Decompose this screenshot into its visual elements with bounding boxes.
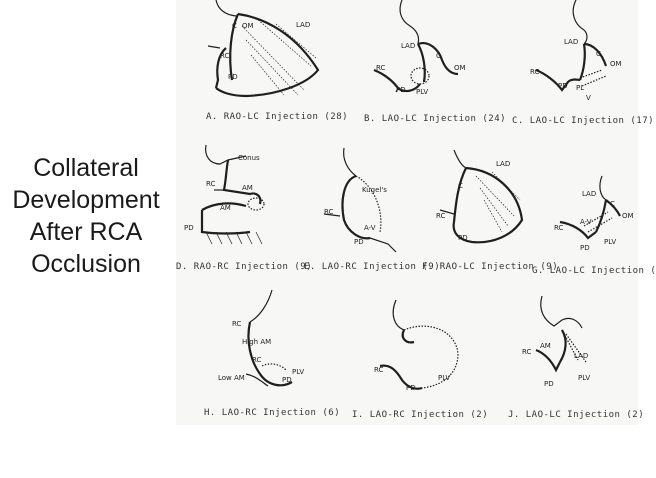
vessel-label: LAD: [582, 190, 597, 198]
vessel-label: C: [232, 22, 237, 30]
vessel-label: PLV: [416, 88, 429, 96]
vessel-label: PLV: [604, 238, 617, 246]
panel-c: LAD C OM RC PD PL V C. LAO-LC Injection …: [506, 0, 654, 130]
panel-caption: G. LAO-LC Injection (: [532, 266, 656, 276]
panel-d: Conus RC AM AM PD D. RAO-RC Injection (9…: [176, 140, 312, 275]
vessel-label: LAD: [296, 21, 311, 29]
vessel-label: PD: [544, 380, 554, 388]
panel-g-drawing: [559, 175, 621, 240]
panel-a-drawing: [207, 0, 320, 98]
vessel-label: RC: [252, 356, 262, 364]
vessel-label: LAD: [496, 160, 511, 168]
vessel-label: OM: [454, 64, 466, 72]
vessel-label: LAD: [564, 38, 579, 46]
panel-g: LAD C OM RC A-V PD PLV G. LAO-LC Injecti…: [532, 140, 656, 276]
panel-caption: H. LAO-RC Injection (6): [204, 408, 341, 418]
vessel-label: V: [586, 94, 591, 102]
vessel-label: PD: [282, 376, 292, 384]
vessel-label: OM: [622, 212, 634, 220]
vessel-label: PD: [458, 234, 468, 242]
slide-title: Collateral Development After RCA Occlusi…: [0, 152, 172, 280]
vessel-label: RC: [530, 68, 540, 76]
panel-h-drawing: [245, 289, 293, 387]
vessel-label: Low AM: [218, 374, 245, 382]
panel-caption: J. LAO-LC Injection (2): [508, 410, 645, 420]
angiography-figure: C OM LAD RC PD A. RAO-LC Injection (28) …: [176, 0, 656, 425]
vessel-label: RC: [522, 348, 532, 356]
panel-caption: E. LAO-RC Injection (9): [304, 262, 441, 272]
panel-caption: A. RAO-LC Injection (28): [206, 112, 349, 122]
panel-e-drawing: [323, 147, 397, 253]
vessel-label: RC: [374, 366, 384, 374]
panel-d-drawing: [200, 144, 265, 245]
vessel-label: C: [458, 182, 463, 190]
vessel-label: AM: [242, 184, 253, 192]
panel-caption: F. RAO-LC Injection (9): [422, 262, 559, 272]
vessel-label: LAD: [574, 352, 589, 360]
panel-caption: C. LAO-LC Injection (17): [512, 116, 655, 126]
title-line: Collateral: [33, 154, 139, 182]
panel-caption: D. RAO-RC Injection (9): [176, 262, 313, 272]
panel-j: AM RC LAD PD PLV J. LAO-LC Injection (2): [506, 290, 644, 425]
vessel-label: Conus: [238, 154, 260, 162]
vessel-label: RC: [554, 224, 564, 232]
vessel-label: RC: [232, 320, 242, 328]
vessel-label: PD: [406, 384, 416, 392]
vessel-label: PD: [580, 244, 590, 252]
panel-f: LAD C RC PD F. RAO-LC Injection (9): [422, 140, 558, 275]
vessel-label: High AM: [242, 338, 272, 346]
panel-f-drawing: [439, 149, 524, 244]
title-line: After RCA: [29, 218, 143, 246]
vessel-label: RC: [206, 180, 216, 188]
vessel-label: AM: [540, 342, 551, 350]
vessel-label: RC: [220, 52, 230, 60]
vessel-label: RC: [376, 64, 386, 72]
vessel-label: PLV: [578, 374, 591, 382]
vessel-label: OM: [610, 60, 622, 68]
vessel-label: A-V: [364, 224, 376, 232]
vessel-label: PD: [354, 238, 364, 246]
vessel-label: OM: [242, 22, 254, 30]
vessel-label: AM: [220, 204, 231, 212]
panel-i-drawing: [379, 299, 459, 390]
vessel-label: PD: [558, 82, 568, 90]
vessel-label: C: [436, 52, 441, 60]
title-line: Development: [12, 186, 160, 214]
vessel-label: PLV: [292, 368, 305, 376]
vessel-label: C: [596, 50, 601, 58]
panel-caption: B. LAO-LC Injection (24): [364, 114, 507, 124]
vessel-label: PL: [576, 84, 585, 92]
vessel-label: PLV: [438, 374, 451, 382]
panel-caption: I. LAO-RC Injection (2): [352, 410, 489, 420]
vessel-label: LAD: [401, 42, 416, 50]
panel-j-drawing: [535, 295, 587, 373]
vessel-label: RC: [436, 212, 446, 220]
panel-b: LAD C OM RC PD PLV B. LAO-LC Injection (…: [354, 0, 507, 125]
panel-c-drawing: [535, 0, 608, 92]
vessel-label: PD: [184, 224, 194, 232]
vessel-label: PD: [396, 86, 406, 94]
panel-h: RC High AM RC PLV Low AM PD H. LAO-RC In…: [204, 289, 340, 425]
vessel-label: RC: [324, 208, 334, 216]
vessel-label: C: [610, 200, 615, 208]
title-line: Occlusion: [31, 250, 141, 278]
vessel-label: PD: [228, 73, 238, 81]
panel-i: RC PD PLV I. LAO-RC Injection (2): [352, 290, 490, 425]
panel-b-drawing: [373, 0, 459, 93]
panel-a: C OM LAD RC PD A. RAO-LC Injection (28): [186, 0, 348, 125]
vessel-label: Kugel's: [362, 186, 387, 194]
vessel-label: A-V: [580, 218, 592, 226]
panel-e: Kugel's RC A-V PD E. LAO-RC Injection (9…: [304, 140, 440, 275]
